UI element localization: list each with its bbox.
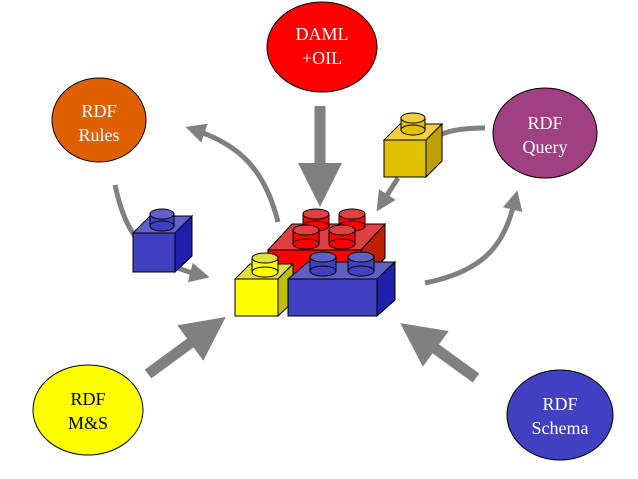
- brick-gold: [382, 112, 444, 179]
- brick-blue-large: [286, 251, 397, 318]
- node-label: Rules: [78, 125, 119, 145]
- arrow-gold-to-center: [376, 176, 401, 212]
- node-rdf-ms: RDF M&S: [32, 364, 144, 456]
- node-rdf-schema: RDF Schema: [506, 369, 614, 461]
- node-daml-oil: DAML +OIL: [266, 1, 378, 93]
- node-label: Schema: [532, 418, 589, 438]
- node-label: DAML: [296, 24, 349, 44]
- arrow-query-to-center: [438, 125, 486, 138]
- node-label: RDF: [81, 101, 116, 121]
- arrow-schema-to-center: [400, 323, 480, 383]
- node-label: Query: [523, 137, 568, 157]
- node-label: RDF: [527, 113, 562, 133]
- brick-blue-small: [131, 208, 194, 274]
- arrow-center-to-rules: [185, 123, 281, 223]
- node-label: RDF: [70, 389, 105, 409]
- node-label: +OIL: [302, 48, 342, 68]
- arrow-ms-to-center: [144, 316, 226, 379]
- node-label: RDF: [542, 394, 577, 414]
- node-rdf-query: RDF Query: [492, 87, 598, 179]
- node-rdf-rules: RDF Rules: [51, 77, 147, 163]
- node-label: M&S: [68, 413, 108, 433]
- arrow-center-to-query: [424, 190, 523, 286]
